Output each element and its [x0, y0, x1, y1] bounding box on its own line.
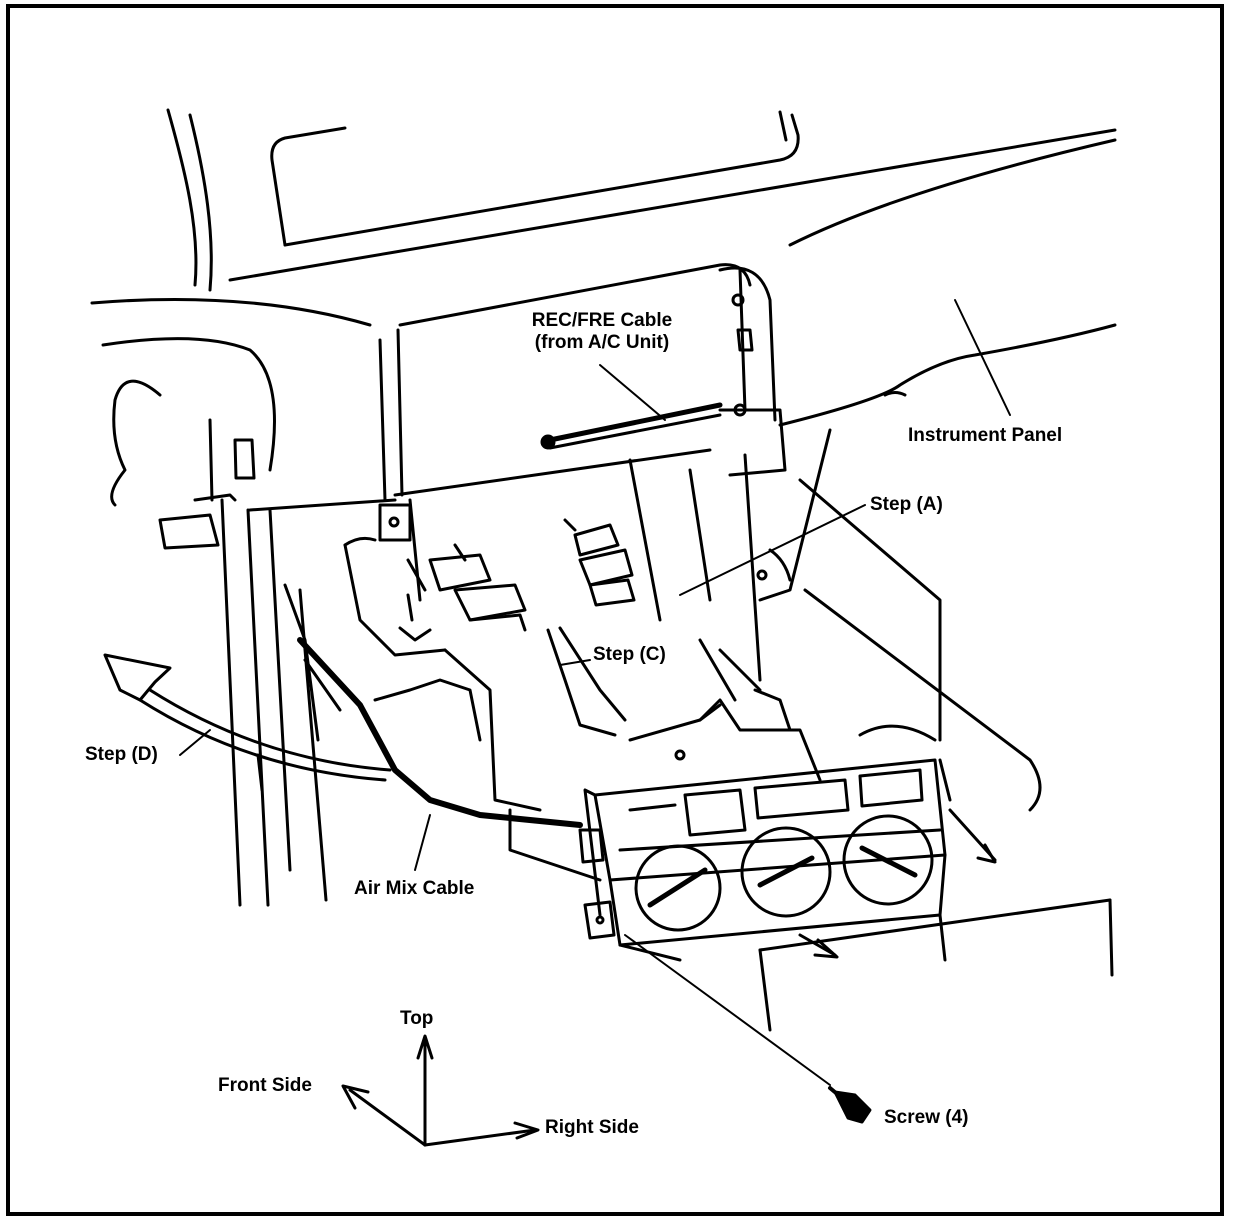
rec-fre-cable-label-line2: (from A/C Unit): [534, 332, 670, 353]
windshield-frame: [90, 108, 1117, 327]
top-axis-label: Top: [400, 1008, 434, 1029]
front-side-axis-label: Front Side: [218, 1075, 312, 1096]
rec-fre-cable-label-line1: REC/FRE Cable: [531, 310, 673, 331]
leader-lines: [179, 299, 1011, 1086]
connectors: [373, 518, 636, 742]
orientation-axes: [341, 1034, 540, 1147]
diagram-frame: [6, 4, 1224, 1216]
lower-panel: [618, 898, 1114, 1032]
rec-fre-cable: [540, 402, 723, 450]
heater-control-unit: [578, 688, 952, 947]
step-a-label: Step (A): [870, 494, 943, 515]
step-c-label: Step (C): [593, 644, 666, 665]
step-arrows: [103, 626, 997, 959]
step-d-label: Step (D): [85, 744, 158, 765]
instrument-panel-body: [248, 263, 1117, 542]
a-pillar: [101, 337, 328, 907]
air-mix-cable-label: Air Mix Cable: [354, 878, 475, 899]
screw-icon: [828, 1086, 872, 1124]
rec-fre-cable-label: REC/FRE Cable (from A/C Unit): [512, 310, 692, 354]
air-mix-cable: [297, 637, 583, 828]
right-side-axis-label: Right Side: [545, 1117, 639, 1138]
center-console: [343, 428, 1042, 882]
instrument-panel-label: Instrument Panel: [908, 425, 1063, 446]
screw-label: Screw (4): [884, 1107, 969, 1128]
